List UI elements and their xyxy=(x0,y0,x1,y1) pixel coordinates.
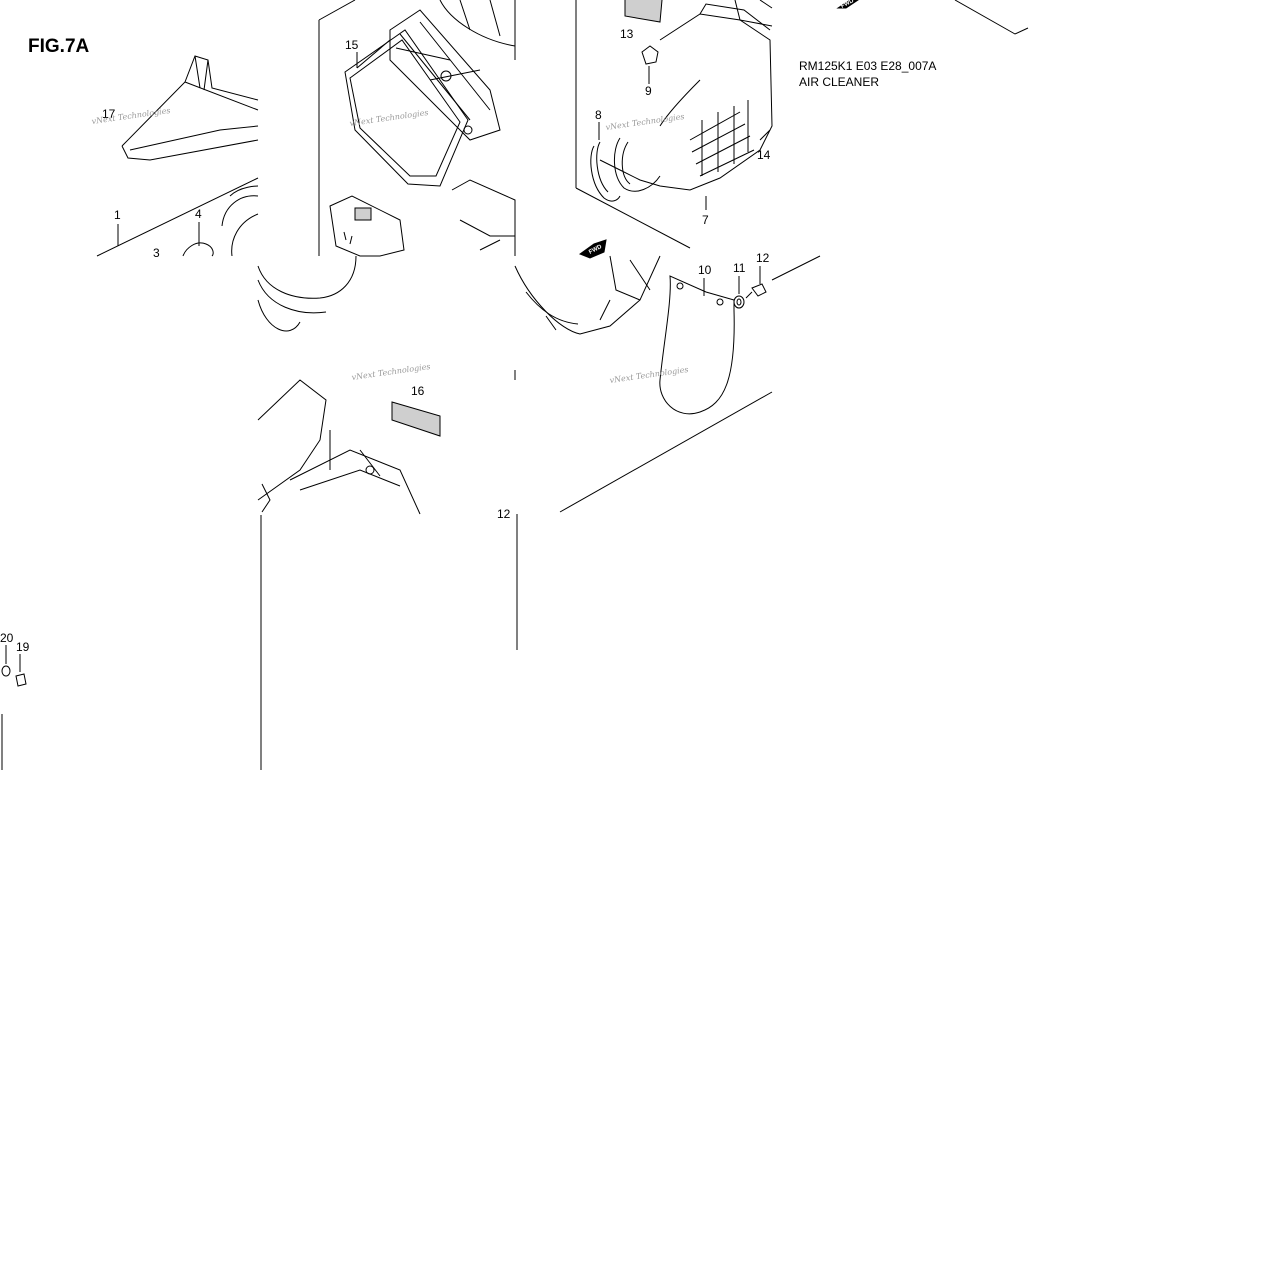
housing-edge xyxy=(451,179,516,256)
leader-line xyxy=(759,129,771,141)
diagram-code: RM125K1 E03 E28_007A xyxy=(799,59,937,73)
frame-corner xyxy=(734,0,1029,35)
tab-part-13 xyxy=(624,0,663,23)
callout-11: 11 xyxy=(733,261,746,275)
washer-part-11 xyxy=(733,295,745,309)
callout-3: 3 xyxy=(153,246,160,260)
watermark: vNext Technologies xyxy=(351,362,431,382)
flap-part-10 xyxy=(659,275,735,415)
callout-8: 8 xyxy=(595,108,602,122)
filter-element xyxy=(439,0,516,60)
seat-cover-part-17 xyxy=(121,55,259,161)
callout-1: 1 xyxy=(114,208,121,222)
callout-12: 12 xyxy=(756,251,770,265)
boundary-line xyxy=(318,0,356,21)
callout-10: 10 xyxy=(698,263,712,277)
callout-9: 9 xyxy=(645,84,652,98)
callout-7: 7 xyxy=(702,213,709,227)
bracket-plate xyxy=(329,195,405,257)
callout-14: 14 xyxy=(757,148,771,162)
duct-part-4 xyxy=(182,185,259,257)
clamp-part-8 xyxy=(590,141,621,202)
callout-15: 15 xyxy=(345,38,359,52)
washer-part-20 xyxy=(1,665,11,677)
intake-boot-part-7 xyxy=(599,3,773,192)
fwd-label-top: FWD xyxy=(840,0,855,10)
watermark: vNext Technologies xyxy=(605,112,685,132)
boundary-line xyxy=(771,255,821,281)
tube-section xyxy=(257,255,357,332)
side-frame xyxy=(257,379,421,515)
leader-line xyxy=(356,39,391,69)
callout-13: 13 xyxy=(620,27,634,41)
callout-16: 16 xyxy=(411,384,425,398)
callout-12-lower: 12 xyxy=(497,507,511,521)
watermark: vNext Technologies xyxy=(349,108,429,128)
boundary-line xyxy=(575,187,691,249)
nut-part-9 xyxy=(641,45,659,65)
bracket-part-16 xyxy=(391,401,441,437)
bolt-part-12 xyxy=(745,283,767,299)
callout-20: 20 xyxy=(0,631,14,645)
callout-19: 19 xyxy=(16,640,30,654)
housing-lower xyxy=(514,255,661,380)
gasket-part-15 xyxy=(344,29,469,187)
boundary-line xyxy=(559,391,773,513)
filter-cage xyxy=(389,9,501,141)
callout-4: 4 xyxy=(195,207,202,221)
figure-title: FIG.7A xyxy=(28,36,90,57)
bolt-part-19 xyxy=(15,673,27,687)
diagram-name: AIR CLEANER xyxy=(799,75,880,89)
fwd-arrow-top xyxy=(836,0,859,9)
callout-17: 17 xyxy=(102,107,116,121)
boundary-line xyxy=(96,177,259,257)
watermark: vNext Technologies xyxy=(609,365,689,385)
fwd-arrow-mid xyxy=(578,239,607,259)
